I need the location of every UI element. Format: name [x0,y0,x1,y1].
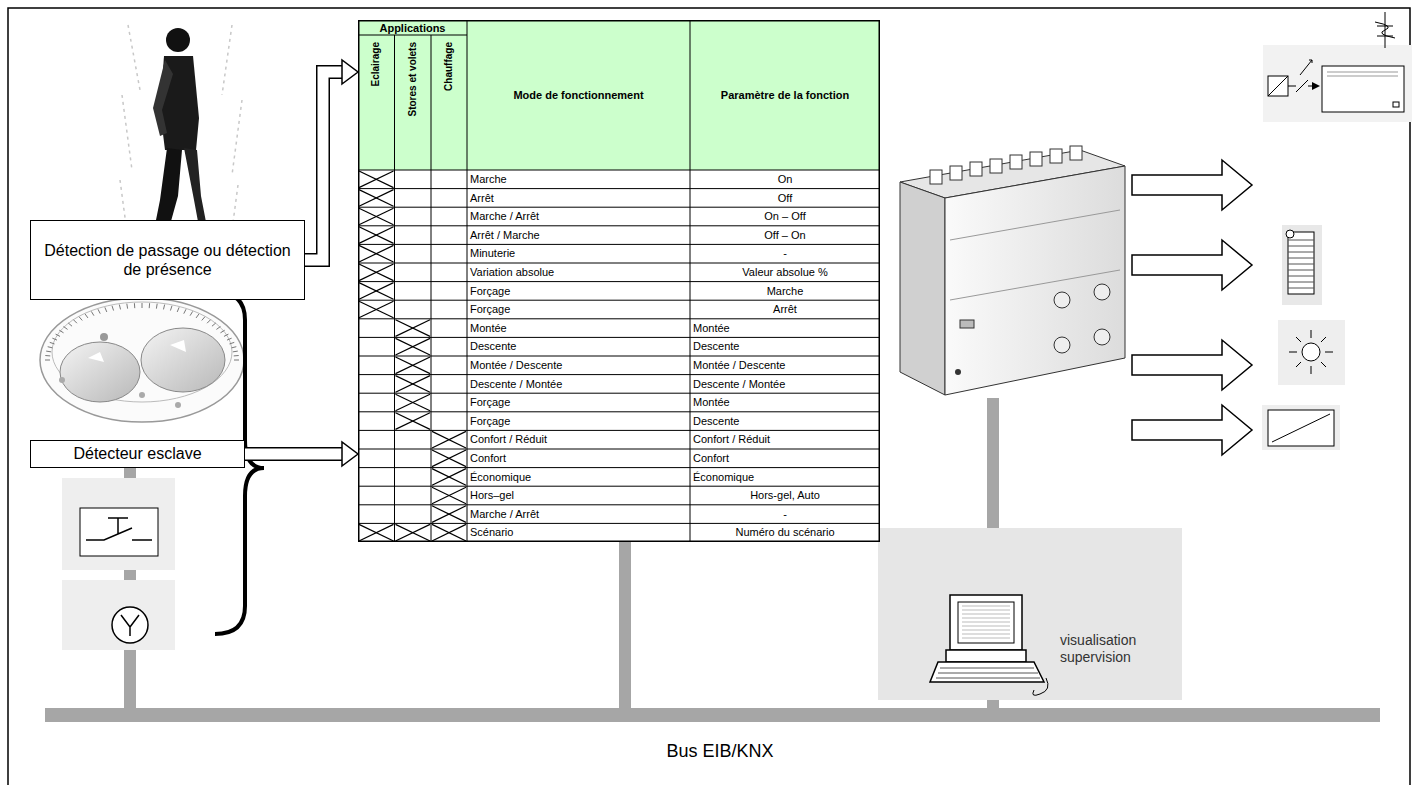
blind-icon [1282,225,1322,305]
parameter-cell: Valeur absolue % [690,263,880,282]
table-header: Eclairage [359,38,393,168]
function-table: ApplicationsEclairageStores et voletsCha… [358,20,880,542]
bus-bar [45,708,1380,722]
mode-cell: Marche / Arrêt [467,505,690,524]
mode-cell: Économique [467,468,690,487]
table-header: Mode de fonctionnement [467,20,690,170]
parameter-cell: Off [690,189,880,208]
parameter-cell: - [690,505,880,524]
parameter-cell: Arrêt [690,300,880,319]
mode-cell: Forçage [467,282,690,301]
parameter-cell: Confort [690,449,880,468]
mode-cell: Forçage [467,412,690,431]
parameter-cell: Marche [690,282,880,301]
bus-label: Bus EIB/KNX [620,741,820,762]
mode-cell: Marche [467,170,690,189]
lamp-icon [1278,320,1345,385]
detection-box: Détection de passage ou détection de pré… [30,220,305,300]
mode-cell: Descente / Montée [467,375,690,394]
mode-cell: Marche / Arrêt [467,207,690,226]
parameter-cell: Descente [690,337,880,356]
knx-actuator [888,145,1128,398]
node-label: Détecteur esclave [39,444,236,463]
table-header: Paramètre de la fonction [690,20,880,170]
mode-cell: Arrêt [467,189,690,208]
node-label: visualisation supervision [1060,632,1175,666]
parameter-cell: Descente [690,412,880,431]
presence-detector [40,298,244,422]
slave-detector-box: Détecteur esclave [30,440,245,468]
mode-cell: Montée / Descente [467,356,690,375]
parameter-cell: Montée [690,393,880,412]
mode-cell: Montée [467,319,690,338]
dimmer-icon [1262,405,1340,450]
mode-cell: Descente [467,337,690,356]
block-arrow [245,442,358,466]
parameter-cell: Montée / Descente [690,356,880,375]
parameter-cell: Off – On [690,226,880,245]
table-header: Stores et volets [396,38,430,168]
mode-cell: Forçage [467,300,690,319]
parameter-cell: Numéro du scénario [690,523,880,542]
parameter-cell: Descente / Montée [690,375,880,394]
bus-drop [619,540,631,710]
output-arrows [1132,160,1252,455]
mode-cell: Variation absolue [467,263,690,282]
mode-cell: Hors–gel [467,486,690,505]
push-button-symbol [62,478,175,570]
table-header: Chauffage [432,38,466,168]
parameter-cell: Hors-gel, Auto [690,486,880,505]
supervision-box: visualisation supervision [878,528,1182,700]
parameter-cell: Économique [690,468,880,487]
parameter-cell: Montée [690,319,880,338]
heating-valve-icon [1263,12,1412,122]
mode-cell: Scénario [467,523,690,542]
table-header: Applications [358,20,467,35]
mode-cell: Arrêt / Marche [467,226,690,245]
parameter-cell: - [690,244,880,263]
mode-cell: Minuterie [467,244,690,263]
parameter-cell: Confort / Réduit [690,430,880,449]
node-label: Détection de passage ou détection de pré… [39,241,296,279]
mode-cell: Forçage [467,393,690,412]
timer-symbol [62,580,175,650]
mode-cell: Confort / Réduit [467,430,690,449]
parameter-cell: On – Off [690,207,880,226]
mode-cell: Confort [467,449,690,468]
parameter-cell: On [690,170,880,189]
frame [8,8,1410,785]
block-arrow [305,60,358,260]
supervision-panel [878,528,1182,700]
